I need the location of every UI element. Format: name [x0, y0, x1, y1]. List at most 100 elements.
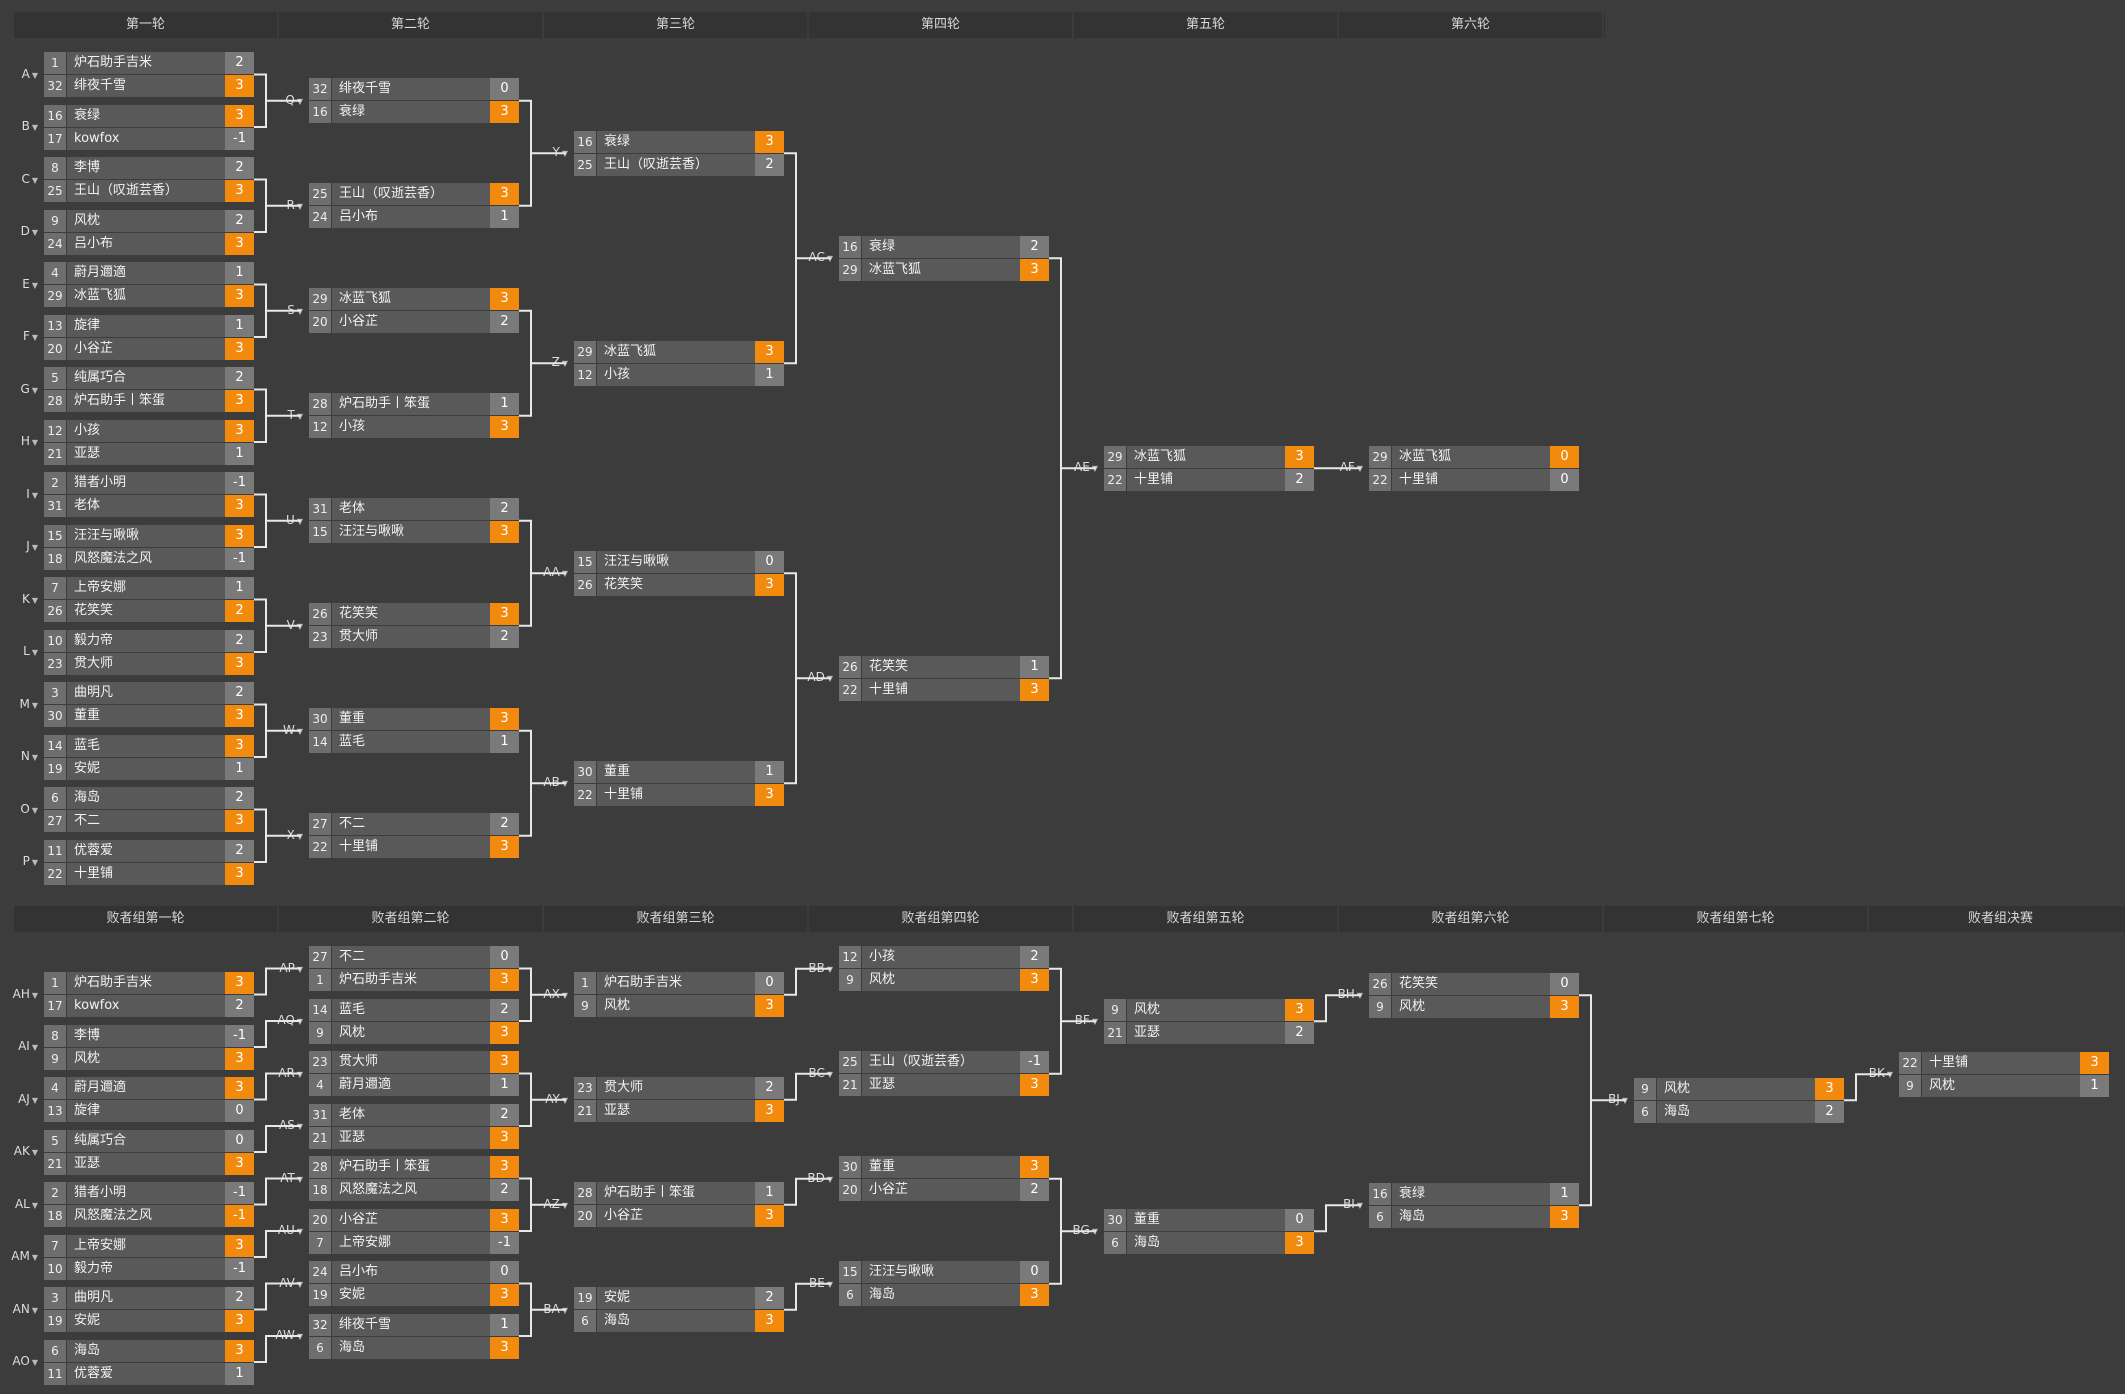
- match-label[interactable]: T▼: [273, 408, 304, 422]
- match-label[interactable]: BH▼: [1333, 987, 1363, 1001]
- match-label[interactable]: AB▼: [538, 775, 568, 789]
- match-label[interactable]: AT▼: [273, 1171, 303, 1185]
- match-label[interactable]: Q▼: [273, 93, 303, 107]
- match-label[interactable]: AL▼: [8, 1197, 38, 1211]
- match-label[interactable]: AR▼: [273, 1066, 303, 1080]
- match-label[interactable]: AO▼: [8, 1354, 38, 1368]
- match-label[interactable]: C▼: [8, 172, 38, 186]
- match-label[interactable]: AV▼: [273, 1276, 303, 1290]
- match-label[interactable]: AQ▼: [273, 1013, 303, 1027]
- match-label[interactable]: X▼: [273, 828, 303, 842]
- match-label[interactable]: AN▼: [8, 1302, 38, 1316]
- match-label[interactable]: AJ▼: [8, 1092, 38, 1106]
- match-label[interactable]: AC▼: [803, 250, 833, 264]
- match-label[interactable]: J▼: [8, 539, 38, 553]
- match-label[interactable]: Z▼: [538, 355, 568, 369]
- match-label[interactable]: N▼: [8, 749, 38, 763]
- match-label[interactable]: BC▼: [803, 1066, 833, 1080]
- match-label[interactable]: AF▼: [1333, 460, 1363, 474]
- match-label[interactable]: BA▼: [538, 1302, 568, 1316]
- match-label[interactable]: AM▼: [8, 1249, 38, 1263]
- match-label[interactable]: F▼: [8, 329, 38, 343]
- match-label[interactable]: G▼: [8, 382, 38, 396]
- match-label[interactable]: AY▼: [538, 1092, 568, 1106]
